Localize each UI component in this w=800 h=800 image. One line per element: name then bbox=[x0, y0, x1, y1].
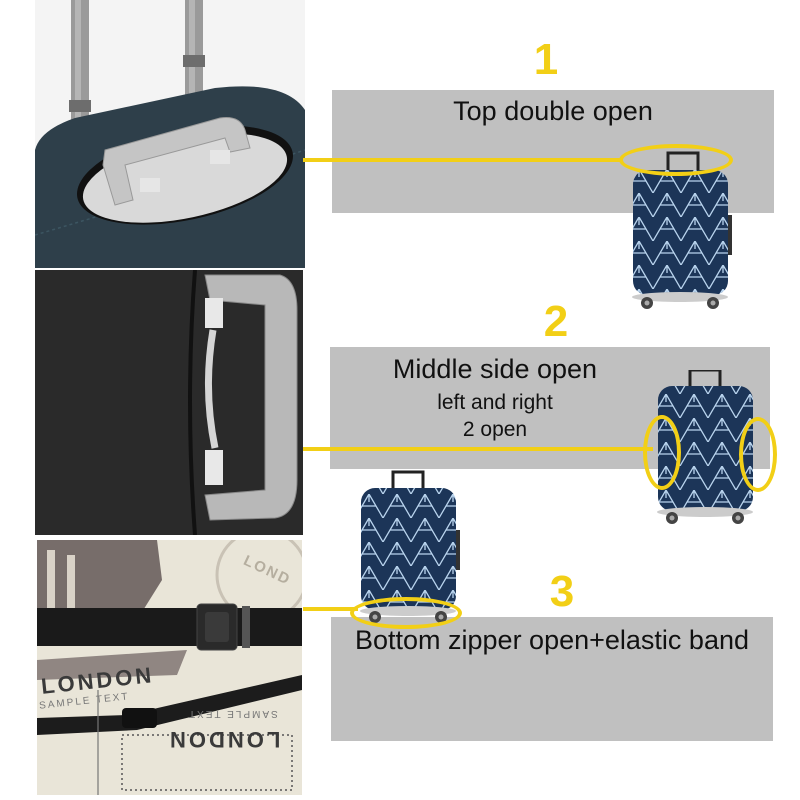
step-1-number: 1 bbox=[533, 35, 559, 84]
top-handle-illustration bbox=[35, 0, 305, 268]
bottom-zipper-photo: LONDON SAMPLE TEXT LONDON SAMPLE TEXT LO… bbox=[37, 540, 302, 795]
step-3-number: 3 bbox=[549, 567, 575, 616]
suitcase-2-illustration bbox=[657, 370, 753, 524]
step-3-title: Bottom zipper open+elastic band bbox=[354, 625, 749, 655]
step-2-title: Middle side open bbox=[392, 354, 598, 384]
step-2-subtitle-2: 2 open bbox=[462, 418, 528, 441]
bottom-zipper-illustration bbox=[37, 540, 302, 795]
top-opening-highlight bbox=[619, 144, 733, 176]
side-handle-illustration bbox=[35, 270, 303, 535]
step-1-connector bbox=[303, 158, 623, 162]
step-3-band bbox=[331, 617, 773, 741]
step-3-connector bbox=[303, 607, 358, 611]
print-text-london-2: LONDON bbox=[167, 727, 281, 752]
print-text-sample-2: SAMPLE TEXT bbox=[187, 708, 278, 719]
left-side-opening-highlight bbox=[643, 415, 681, 490]
top-handle-photo bbox=[35, 0, 305, 268]
step-2-subtitle-1: left and right bbox=[437, 391, 553, 414]
step-1-title: Top double open bbox=[453, 96, 653, 126]
step-2-number: 2 bbox=[543, 297, 569, 346]
right-side-opening-highlight bbox=[739, 417, 777, 492]
step-2-connector bbox=[303, 447, 653, 451]
side-handle-photo bbox=[35, 270, 303, 535]
bottom-opening-highlight bbox=[350, 597, 462, 629]
suitcase-1-illustration bbox=[632, 151, 732, 309]
